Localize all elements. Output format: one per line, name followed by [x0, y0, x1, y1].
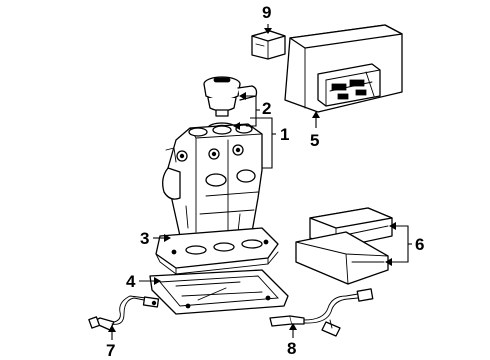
- tray-part: [149, 269, 289, 315]
- control-module-part: [284, 24, 403, 113]
- callout-2: 2: [262, 99, 271, 118]
- callout-4: 4: [126, 272, 136, 291]
- callout-1: 1: [280, 125, 289, 144]
- callout-5: 5: [310, 131, 319, 150]
- speed-sensor-left-part: [88, 295, 160, 331]
- mounting-bracket-part: [155, 227, 279, 275]
- speed-sensor-right-part: [269, 288, 374, 337]
- callout-7: 7: [106, 341, 115, 360]
- callout-9: 9: [262, 3, 271, 22]
- callout-6: 6: [415, 235, 424, 254]
- leader-lines: [108, 24, 412, 340]
- callout-8: 8: [287, 339, 296, 358]
- callout-3: 3: [140, 229, 149, 248]
- module-and-cover-part: [295, 207, 393, 285]
- relay-part: [251, 30, 286, 60]
- hydraulic-unit-part: [162, 123, 263, 237]
